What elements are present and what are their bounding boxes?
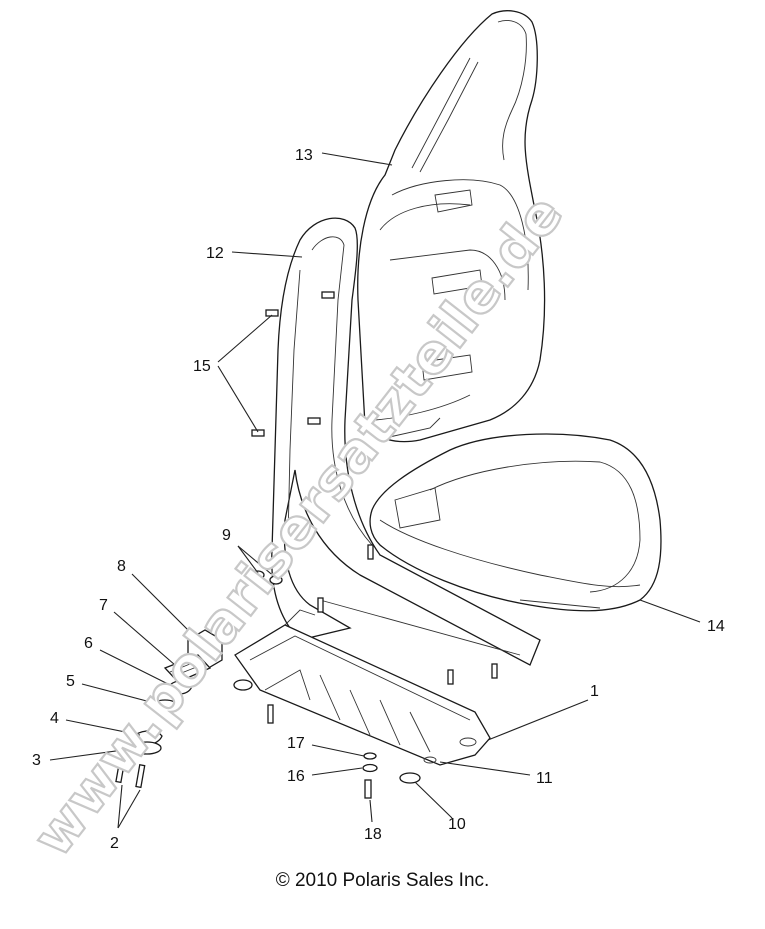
nut-9b	[269, 575, 283, 585]
pad	[233, 679, 253, 691]
bolt-b	[317, 597, 324, 613]
bolt-15a	[265, 309, 279, 317]
bolt-2a	[115, 759, 126, 784]
callout-6: 6	[84, 635, 93, 652]
washer-17	[363, 752, 377, 760]
pad-10	[399, 772, 421, 784]
seat-frame	[271, 217, 541, 666]
washer-3	[132, 741, 162, 755]
callout-9: 9	[222, 527, 231, 544]
callout-7: 7	[99, 597, 108, 614]
bolts	[115, 291, 498, 799]
nut-9a	[251, 570, 265, 580]
bolt-f	[321, 291, 335, 299]
callout-1: 1	[590, 683, 599, 700]
callout-4: 4	[50, 710, 59, 727]
callout-18: 18	[364, 826, 382, 843]
leader-lines	[49, 152, 701, 829]
callout-15: 15	[193, 358, 211, 375]
bolt-18	[364, 779, 372, 799]
copyright-notice: © 2010 Polaris Sales Inc.	[275, 870, 490, 891]
callout-3: 3	[32, 752, 41, 769]
callout-12: 12	[206, 245, 224, 262]
bolt-d	[447, 669, 454, 685]
bolt-15b	[251, 429, 265, 437]
seat-bottom-cushion	[369, 433, 662, 612]
bolt-g	[307, 417, 321, 425]
seat-slider-base	[234, 609, 491, 766]
washer-5	[151, 699, 179, 713]
bolt-c	[367, 544, 374, 560]
callout-labels: 13 12 15 9 8 7 6 5 4 3 2 1 11 10 17 16 1…	[32, 147, 725, 852]
seat-back-shell	[357, 10, 546, 443]
bolt-e	[491, 663, 498, 679]
callout-10: 10	[448, 816, 466, 833]
callout-16: 16	[287, 768, 305, 785]
bolt-a	[267, 704, 274, 724]
callout-2: 2	[110, 835, 119, 852]
callout-17: 17	[287, 735, 305, 752]
nut-16	[362, 763, 378, 773]
callout-11: 11	[536, 770, 553, 787]
callout-8: 8	[117, 558, 126, 575]
callout-5: 5	[66, 673, 75, 690]
callout-13: 13	[295, 147, 313, 164]
seat-latch-assembly	[163, 629, 223, 695]
small-hardware	[131, 679, 421, 784]
bolt-2b	[135, 764, 146, 789]
callout-14: 14	[707, 618, 725, 635]
